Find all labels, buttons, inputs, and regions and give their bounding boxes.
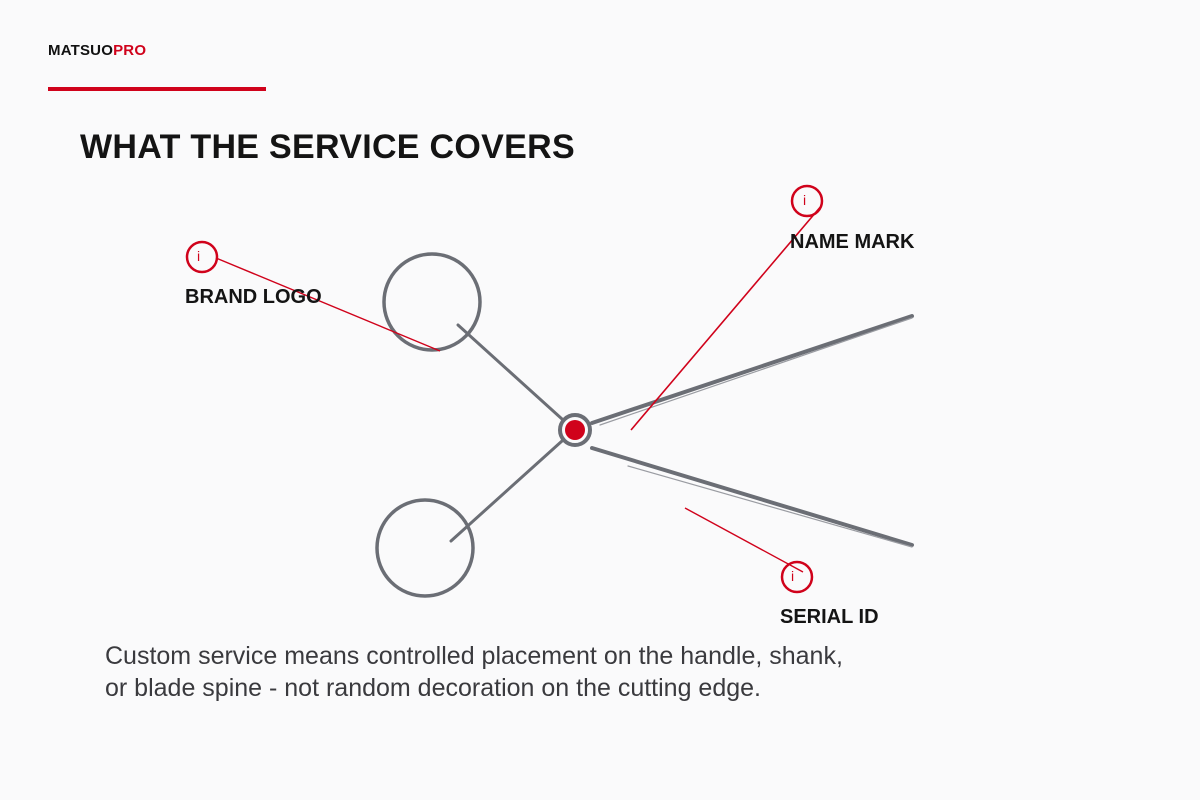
callout-label-serial-id: SERIAL ID (780, 606, 879, 628)
upper-blade (590, 314, 914, 425)
upper-blade-edge (599, 317, 913, 426)
info-icon[interactable] (185, 240, 219, 274)
info-icon[interactable] (790, 184, 824, 218)
scissors-icon (375, 252, 914, 598)
callout-label-brand-logo: BRAND LOGO (185, 286, 322, 308)
lower-blade-edge (627, 465, 913, 548)
info-icon-glyph: i (803, 192, 806, 208)
callout-name-mark[interactable]: i NAME MARK (630, 184, 915, 431)
upper-finger-ring (382, 252, 482, 352)
info-icon[interactable] (780, 560, 814, 594)
brand-logo-wordmark: MATSUOPRO (48, 42, 146, 59)
callout-leader-name-mark (630, 204, 823, 431)
brand-name-accent: PRO (113, 42, 147, 59)
brand-name-main: MATSUO (48, 42, 114, 59)
caption-text: Custom service means controlled placemen… (105, 640, 843, 704)
lower-blade (590, 446, 914, 547)
callout-brand-logo[interactable]: i BRAND LOGO (185, 240, 441, 352)
callout-leader-serial-id (684, 507, 804, 573)
upper-shank (456, 323, 564, 421)
info-icon-glyph: i (197, 248, 200, 264)
caption-line-1: Custom service means controlled placemen… (105, 642, 843, 670)
page-title: WHAT THE SERVICE COVERS (80, 128, 575, 166)
lower-finger-ring (375, 498, 475, 598)
pivot-screw-dot (565, 420, 585, 440)
callout-serial-id[interactable]: i SERIAL ID (684, 507, 879, 628)
lower-shank (449, 439, 564, 543)
callout-leader-brand-logo (215, 257, 441, 352)
brand-underline (48, 87, 266, 91)
callout-label-name-mark: NAME MARK (790, 231, 915, 253)
pivot-ring (558, 413, 592, 447)
caption-line-2: or blade spine - not random decoration o… (105, 674, 761, 702)
info-icon-glyph: i (791, 568, 794, 584)
